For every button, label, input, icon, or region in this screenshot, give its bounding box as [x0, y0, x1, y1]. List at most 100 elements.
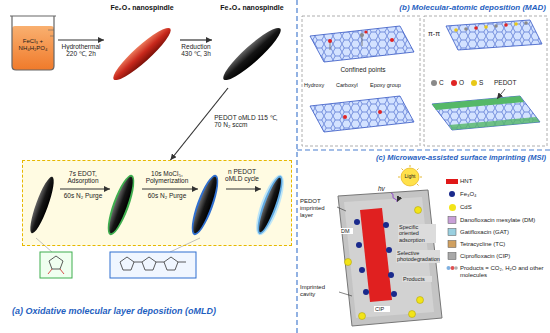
graphene-sheet	[484, 25, 488, 29]
graphene-sheet	[514, 22, 518, 26]
molecule-structure	[36, 238, 52, 252]
imprinted-particle	[388, 272, 394, 278]
imprinted-particle	[383, 222, 389, 228]
molecule-structure	[120, 257, 186, 270]
molecule-structure	[40, 252, 72, 278]
beaker	[10, 16, 56, 70]
text-slot: Fe₃O₄	[460, 191, 546, 198]
annotation-label: PEDOT	[494, 79, 534, 86]
cycle-illustration	[22, 160, 292, 246]
text-slot: Tetracycline (TC)	[460, 241, 546, 248]
text-slot: Hydrothermal 220 ℃, 2h	[59, 43, 103, 58]
graphene-sheet	[310, 26, 414, 62]
legend-swatch	[446, 179, 458, 184]
text-slot: Specific oriented adsorption	[398, 224, 436, 243]
legend-icon	[451, 266, 455, 270]
graphene-sheet	[504, 23, 508, 27]
text-slot: (a) Oxidative molecular layer deposition…	[12, 306, 290, 316]
step-label: 7s EDOT, Adsorption	[57, 170, 109, 185]
cycle-illustration	[253, 173, 287, 236]
text-slot: Hydroxy	[304, 82, 334, 88]
step-label: n PEDOT oMLD cycle	[223, 168, 261, 183]
beaker	[50, 36, 54, 37]
legend-text: S	[479, 79, 489, 86]
text-slot: (b) Molecular-atomic deposition (MAD)	[358, 3, 546, 12]
connector-arrow	[58, 39, 104, 40]
graphene-sheet	[310, 96, 414, 132]
panel-title: (c) Microwave-assisted surface imprintin…	[338, 154, 546, 163]
legend-icon	[447, 266, 451, 270]
spindle-title: Fe₂O₃ nanospindle	[104, 4, 180, 12]
annotation-label: DM	[340, 228, 353, 234]
imprinted-particle	[338, 190, 442, 326]
cycle-illustration	[187, 172, 224, 238]
text-slot: Imprinted cavity	[300, 284, 338, 298]
text-slot: π-π	[428, 30, 445, 38]
panel: (a) Oxidative molecular layer deposition…	[0, 0, 297, 333]
cycle-illustration	[22, 160, 292, 246]
text-slot: 10s MoCl₅, Polymerization	[139, 170, 195, 185]
annotation-label: Imprinted cavity	[300, 284, 338, 298]
annotation-label: π-π	[428, 30, 445, 38]
imprinted-particle	[409, 311, 416, 318]
legend-text: Products = CO₂, H₂O and other molecules	[460, 265, 546, 279]
panel-divider	[297, 0, 550, 333]
legend-icon	[446, 252, 458, 260]
step-label: 60s N₂ Purge	[57, 192, 109, 199]
nanospindle	[108, 23, 175, 86]
cycle-illustration	[142, 189, 198, 190]
legend-icon	[448, 229, 456, 236]
legend-dot	[451, 80, 457, 86]
annotation-label: Carboxyl	[336, 82, 368, 88]
spindle-title: Fe₃O₄ nanospindle	[212, 4, 292, 12]
graphene-sheet	[524, 21, 528, 25]
edge-label: PEDOT oMLD 115 ℃, 70 N₂ sccm	[213, 114, 285, 129]
graphene-sheet	[362, 36, 363, 46]
text-slot: (c) Microwave-assisted surface imprintin…	[338, 154, 546, 163]
cycle-illustration	[189, 175, 221, 235]
graphene-sheet	[302, 16, 547, 146]
imprinted-particle	[363, 289, 369, 295]
graphene-sheet	[497, 89, 505, 99]
legend-dot	[449, 191, 455, 197]
cycle-box: 7s EDOT, Adsorption 60s N₂ Purge 10s MoCl₅…	[22, 160, 292, 246]
text-slot: Carboxyl	[336, 82, 368, 88]
legend-text: Ciprofloxacin (CIP)	[460, 253, 546, 260]
legend-dot	[449, 204, 456, 211]
panel-divider	[296, 0, 297, 333]
imprinted-particle	[386, 247, 392, 253]
annotation-label: CIP	[374, 306, 390, 312]
graphene-sheet	[424, 16, 547, 146]
molecule-structure	[110, 252, 196, 278]
legend-text: Fe₃O₄	[460, 191, 546, 198]
imprinted-particle	[354, 219, 360, 225]
nanospindle: Fe₂O₃ nanospindle	[104, 4, 180, 88]
text-slot: Products = CO₂, H₂O and other molecules	[460, 265, 546, 279]
edge-label: Reduction 430 ℃, 3h	[178, 43, 214, 58]
legend-icon	[448, 241, 456, 248]
legend-dot	[431, 80, 437, 86]
imprinted-particle	[337, 207, 346, 211]
text-slot: PEDOT oMLD 115 ℃, 70 N₂ sccm	[213, 114, 285, 129]
legend-icon	[446, 264, 458, 272]
annotation-label: Hydroxy	[304, 82, 334, 88]
legend-text: Gatifloxacin (GAT)	[460, 229, 546, 236]
imprinted-particle	[391, 193, 397, 202]
text-slot: Selective photodegradation	[396, 250, 440, 263]
imprinted-particle	[391, 291, 397, 297]
text-slot: HNT	[460, 178, 546, 185]
panel: (b) Molecular-atomic deposition (MAD)	[298, 0, 550, 150]
annotation-label: PEDOT imprinted layer	[300, 198, 336, 219]
molecule-structure	[48, 269, 64, 274]
cycle-illustration	[226, 189, 261, 190]
text-slot: PEDOT	[494, 79, 534, 86]
imprinted-particle	[417, 297, 424, 304]
text-slot: Fe₂O₃ nanospindle	[104, 4, 180, 12]
cycle-illustration	[255, 176, 284, 234]
cycle-illustration	[103, 172, 140, 238]
panel-title: (a) Oxidative molecular layer deposition…	[12, 306, 290, 316]
imprinted-particle	[359, 267, 365, 273]
graphene-sheet	[390, 38, 394, 42]
